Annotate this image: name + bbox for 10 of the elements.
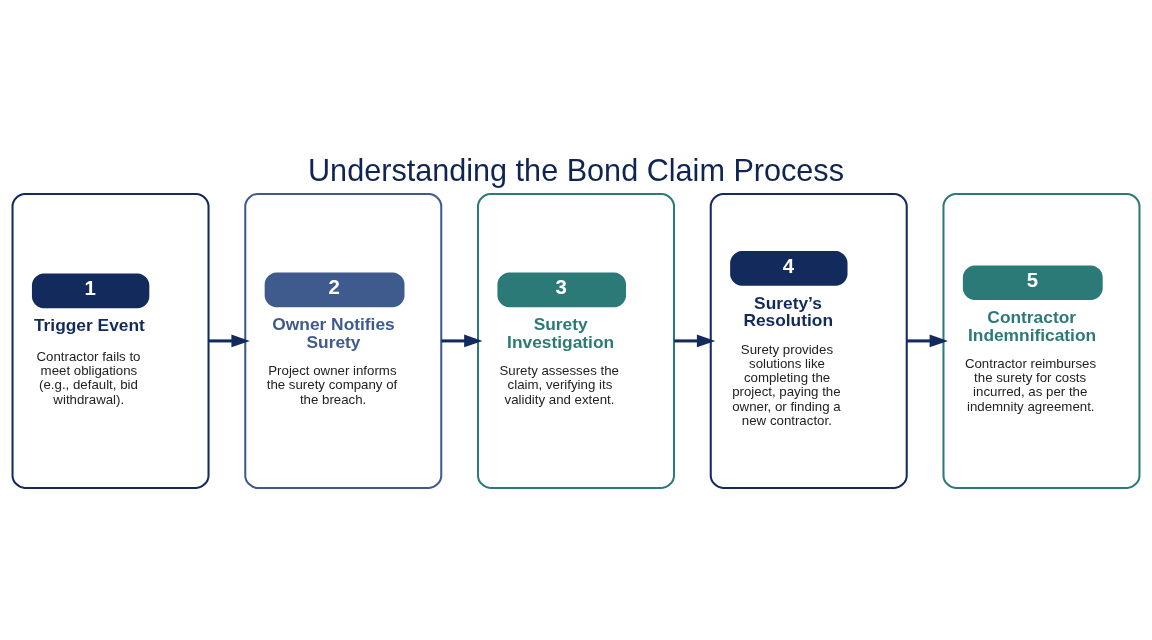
- arrow: [441, 334, 483, 348]
- node-box: 2 Owner Notifies Surety Project owner informs the surety company of the breach.: [244, 192, 443, 489]
- node-box: 5 Contractor Indemnification Contractor reimburses the surety for costs incurred, as per the indemnity agreement.: [942, 192, 1141, 489]
- node-box: 3 Surety Investigation Surety assesses the claim, verifying its validity and extent.: [477, 192, 675, 489]
- arrow: [208, 334, 250, 348]
- arrow: [906, 334, 949, 348]
- node-box: 1 Trigger Event Contractor fails to meet obligations (e.g., default, bid withdrawal).: [11, 192, 210, 489]
- diagram-title: Understanding the Bond Claim Process: [308, 152, 844, 187]
- node-box: 4 Surety’s Resolution Surety provides solutions like completing the project, paying the owner, or finding a new contractor.: [709, 192, 908, 489]
- arrow: [674, 334, 716, 348]
